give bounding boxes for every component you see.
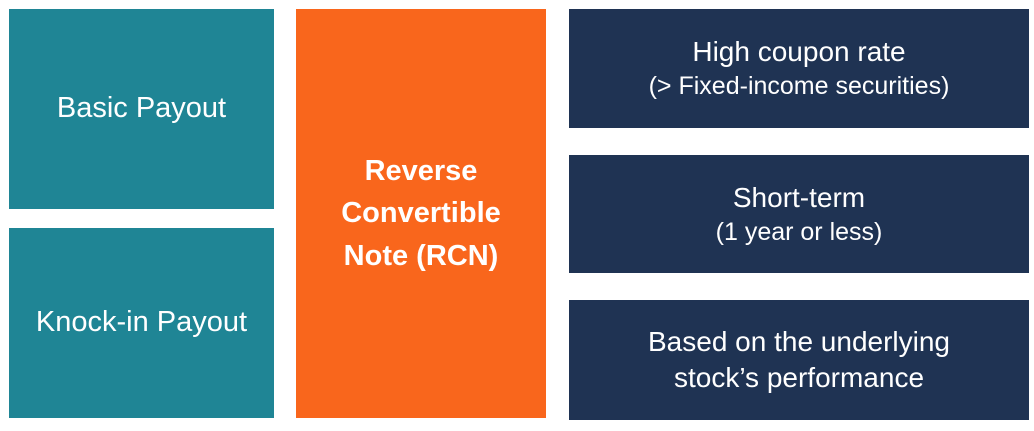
feature-box-underlying-title: Based on the underlying stock’s performa… <box>648 325 950 393</box>
feature-box-coupon-subtitle: (> Fixed-income securities) <box>648 72 950 101</box>
payout-box-basic-label: Basic Payout <box>56 92 227 125</box>
rcn-center-box: Reverse Convertible Note (RCN) <box>296 9 546 418</box>
feature-box-term: Short-term (1 year or less) <box>569 155 1029 273</box>
payout-box-basic: Basic Payout <box>9 9 274 209</box>
feature-box-underlying: Based on the underlying stock’s performa… <box>569 300 1029 420</box>
feature-box-coupon-title: High coupon rate <box>692 36 906 68</box>
feature-box-term-title: Short-term <box>732 181 866 213</box>
payout-box-knock-in: Knock-in Payout <box>9 228 274 418</box>
feature-box-term-subtitle: (1 year or less) <box>715 217 883 246</box>
rcn-center-label: Reverse Convertible Note (RCN) <box>341 155 501 272</box>
feature-box-coupon: High coupon rate (> Fixed-income securit… <box>569 9 1029 128</box>
payout-box-knock-in-label: Knock-in Payout <box>35 306 248 339</box>
